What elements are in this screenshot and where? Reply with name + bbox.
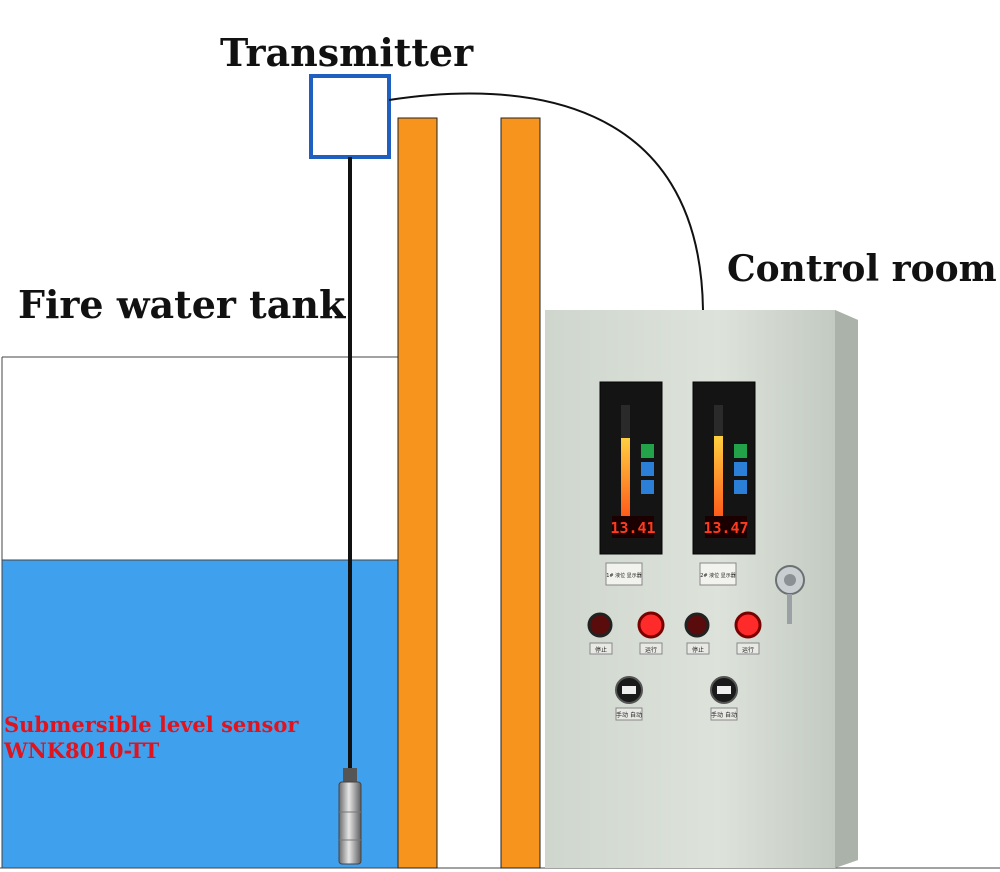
submersible-level-sensor [338, 768, 362, 865]
switch-tag-1: 手动 自动 [616, 711, 642, 719]
display-1-tag: 1# 液位 显示器 [606, 572, 642, 579]
control-cabinet [545, 310, 858, 868]
sensor-name: Submersible level sensor [4, 712, 299, 737]
lamp-tag-2: 运行 [645, 646, 657, 654]
tank-wall-right [500, 117, 541, 869]
sensor-model: WNK8010-TT [4, 738, 160, 763]
display-2-tag: 2# 液位 显示器 [700, 572, 736, 579]
tank-wall-left [397, 117, 438, 869]
control-room-label: Control room [727, 248, 997, 290]
level-display-1 [599, 381, 663, 555]
transmitter-label: Transmitter [220, 30, 474, 75]
fire-water-tank [0, 356, 1000, 869]
stop-lamp-2 [684, 612, 710, 638]
door-lock [775, 565, 805, 624]
run-lamp-1 [637, 611, 665, 639]
display-1-reading: 13.41 [610, 519, 655, 537]
lamp-tag-3: 停止 [692, 646, 704, 654]
run-lamp-2 [734, 611, 762, 639]
display-2-reading: 13.47 [703, 519, 748, 537]
fire-water-tank-label: Fire water tank [18, 282, 346, 327]
signal-cable [388, 92, 704, 311]
level-display-2 [692, 381, 756, 555]
sensor-label: Submersible level sensor WNK8010-TT [4, 712, 298, 764]
switch-tag-2: 手动 自动 [711, 711, 737, 719]
lamp-tag-1: 停止 [595, 646, 607, 654]
tank-water [2, 560, 398, 868]
lamp-tag-4: 运行 [742, 646, 754, 654]
stop-lamp-1 [587, 612, 613, 638]
transmitter-box [309, 74, 391, 159]
